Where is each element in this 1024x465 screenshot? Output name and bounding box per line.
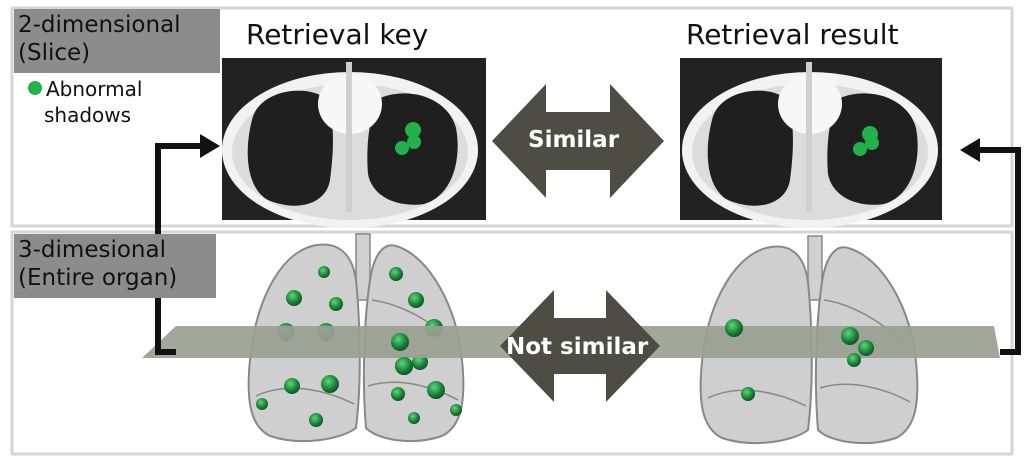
ct-slice-result <box>680 58 942 228</box>
panel-label-3d: 3-dimesional (Entire organ) <box>14 234 216 298</box>
lesion-marker <box>841 327 859 345</box>
lesion-marker <box>741 387 755 401</box>
lesion-marker <box>256 398 268 410</box>
lesion-marker <box>450 404 462 416</box>
ct-slice-key <box>222 58 486 228</box>
legend-marker-icon <box>28 81 42 95</box>
heading-retrieval-result: Retrieval result <box>686 18 899 51</box>
lesion-marker <box>391 387 405 401</box>
lesion-marker <box>318 266 330 278</box>
lesion-marker <box>286 290 302 306</box>
lesion-marker <box>321 375 339 393</box>
lesion-marker <box>391 333 409 351</box>
lesion-marker <box>405 122 421 138</box>
panel-label-3d-line1: 3-dimesional <box>18 237 166 263</box>
heading-retrieval-key: Retrieval key <box>246 18 429 51</box>
lesion-marker <box>309 413 323 427</box>
panel-label-2d: 2-dimensional (Slice) <box>14 9 220 73</box>
lesion-marker <box>865 136 879 150</box>
lesion-marker <box>395 357 413 375</box>
lesion-marker <box>427 381 445 399</box>
lesion-marker <box>389 267 403 281</box>
panel-label-2d-line1: 2-dimensional <box>18 12 181 38</box>
connector-arrow-right <box>960 138 1021 355</box>
lesion-marker <box>853 142 867 156</box>
lesion-marker <box>284 378 300 394</box>
not-similar-arrow <box>500 290 660 402</box>
lesion-marker <box>847 353 861 367</box>
similar-arrow <box>492 84 664 198</box>
lesion-marker <box>408 412 420 424</box>
panel-label-3d-line2: (Entire organ) <box>18 265 178 291</box>
lesion-marker <box>858 340 874 356</box>
lesion-marker <box>395 141 409 155</box>
legend-label-line2: shadows <box>44 103 132 127</box>
legend-label-line1: Abnormal <box>46 77 143 101</box>
similar-label: Similar <box>528 127 620 153</box>
panel-label-2d-line2: (Slice) <box>18 40 91 66</box>
not-similar-label: Not similar <box>506 334 649 360</box>
lesion-marker <box>329 297 343 311</box>
lesion-marker <box>408 292 424 308</box>
lesion-marker <box>725 319 743 337</box>
legend-label: Abnormal shadows <box>44 76 143 128</box>
lesion-marker <box>407 135 421 149</box>
